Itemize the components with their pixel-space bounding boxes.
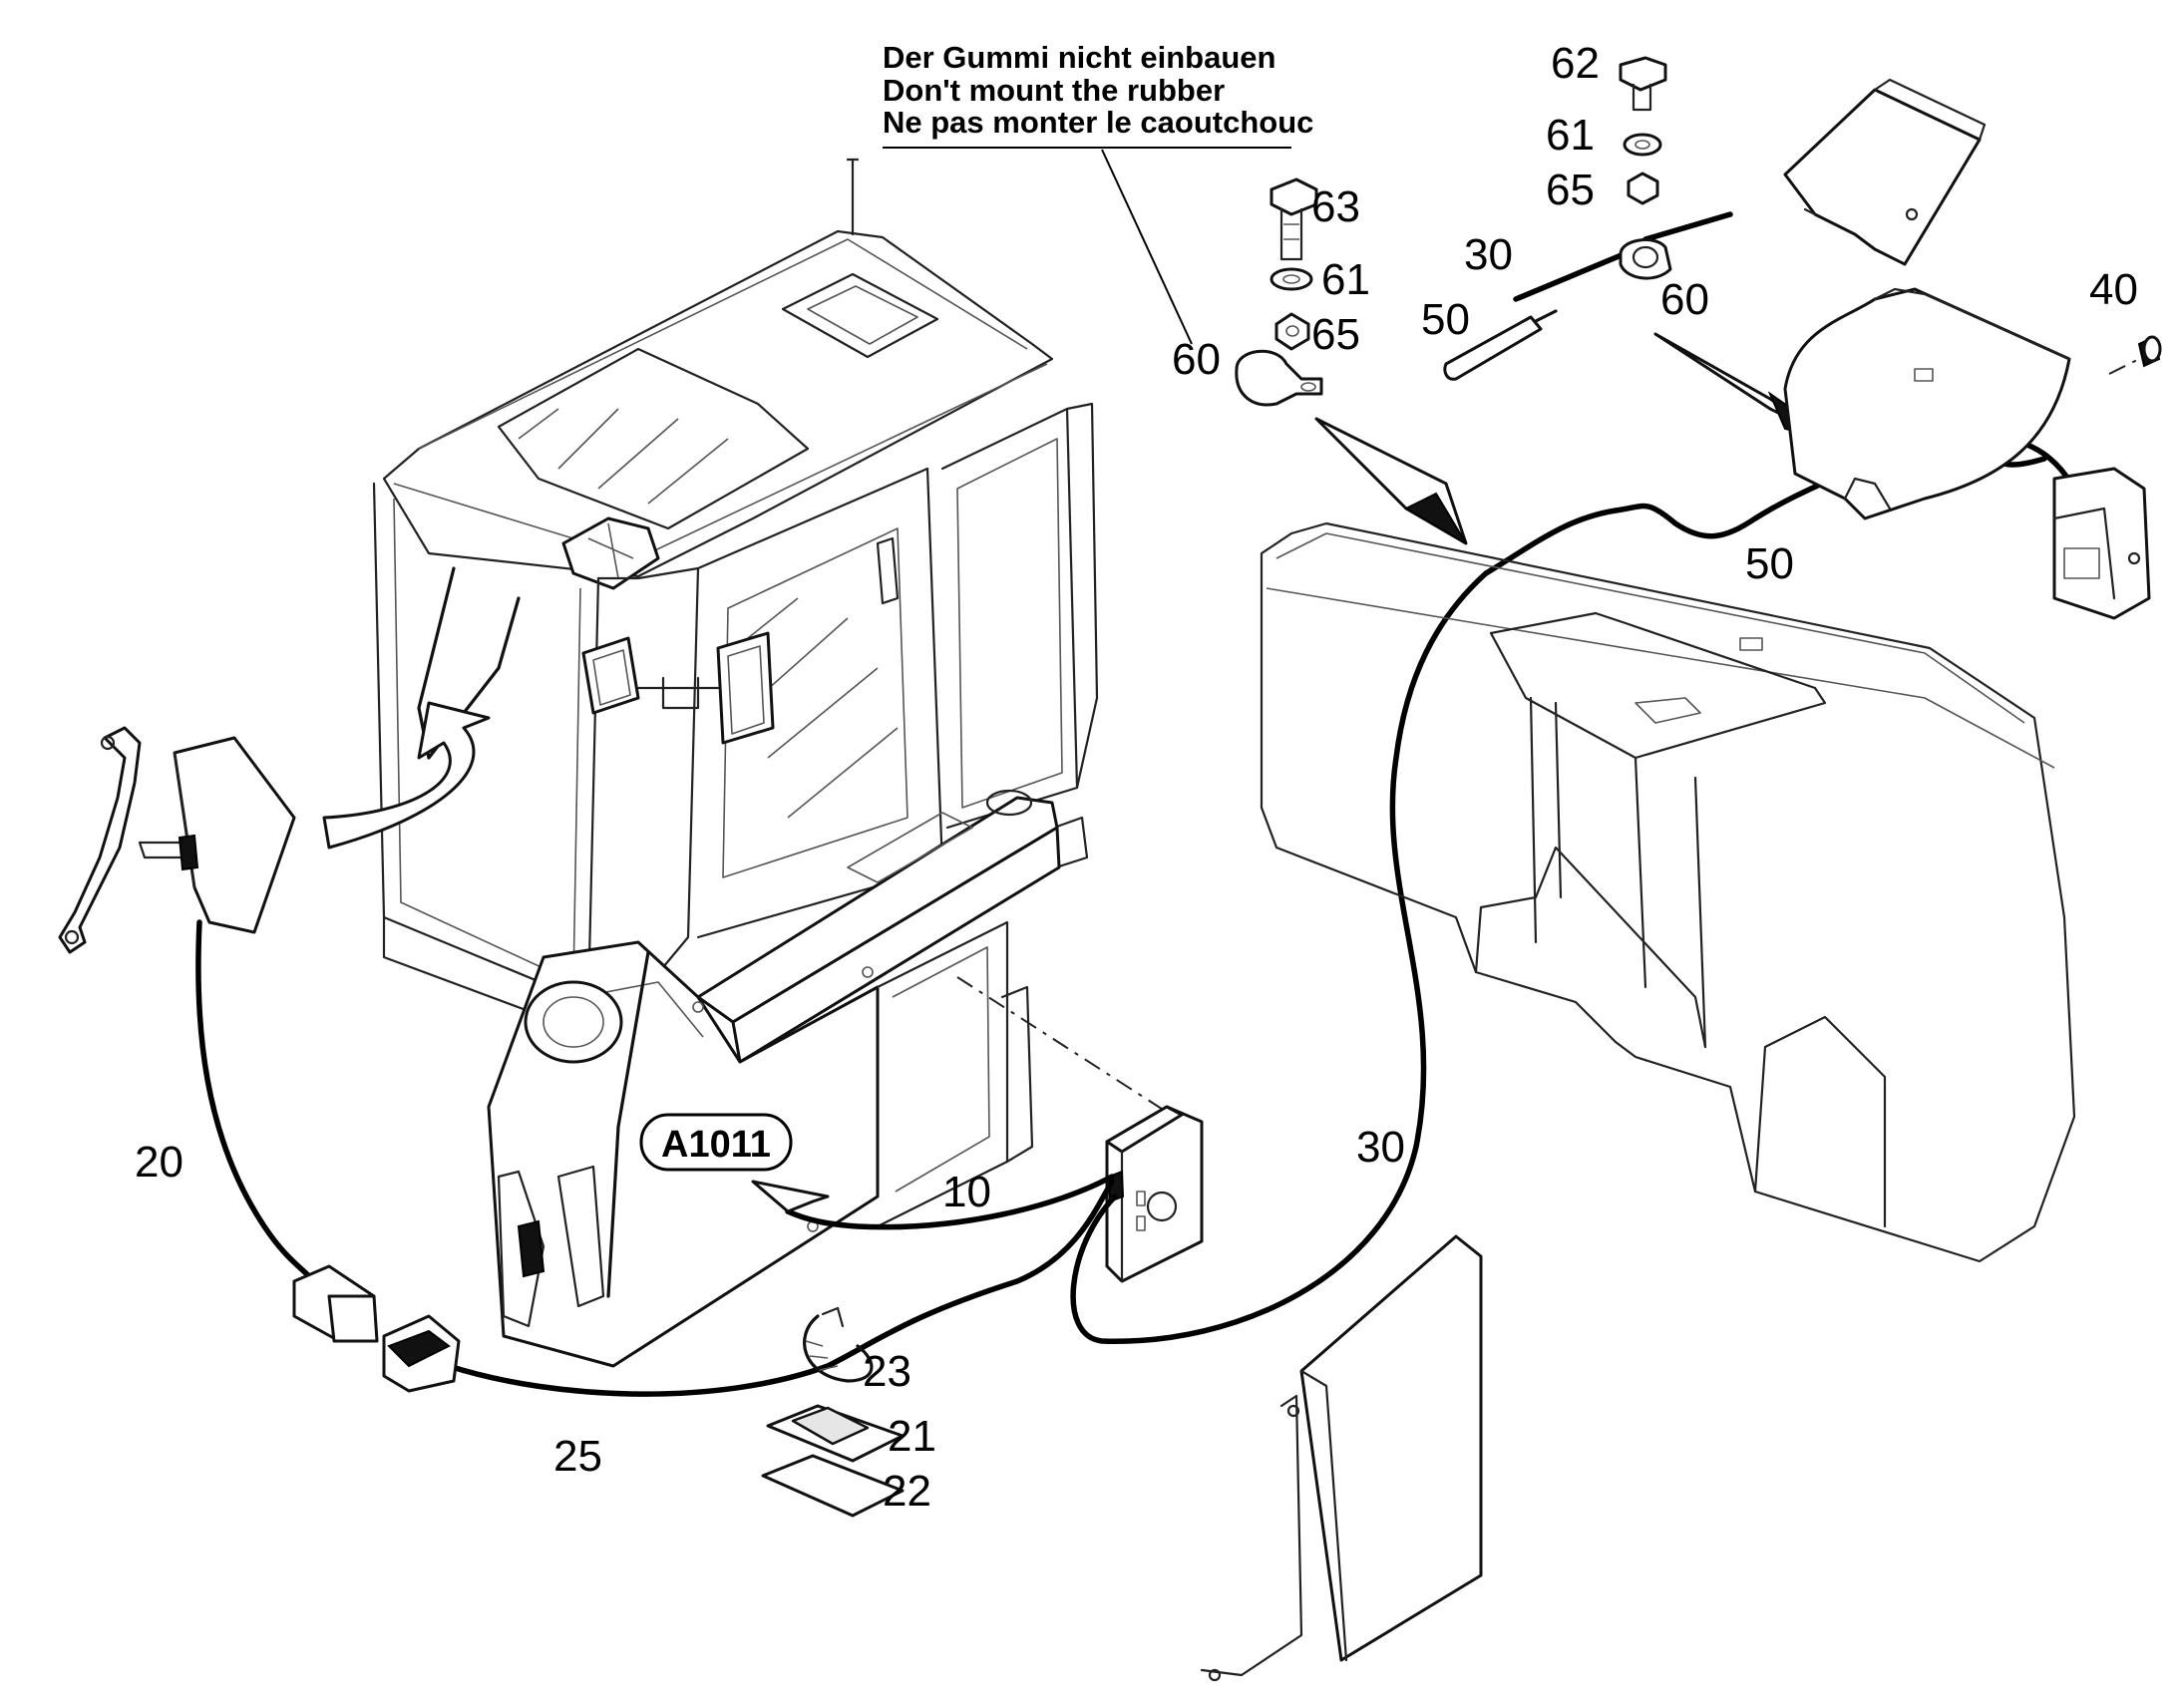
adhesive-pad	[761, 1454, 905, 1518]
arrow-to-console	[751, 1180, 830, 1213]
note-line-de: Der Gummi nicht einbauen	[883, 40, 1275, 75]
switch-box	[2052, 467, 2151, 620]
cable-tie	[803, 1306, 874, 1383]
callout-50-cable: 50	[1745, 539, 1794, 588]
callout-60-grommet: 60	[1660, 275, 1709, 324]
callout-63: 63	[1311, 182, 1360, 231]
control-module	[1105, 1105, 1204, 1283]
mounting-plate	[1200, 1234, 1483, 1682]
mirror-right	[716, 631, 775, 745]
counterweight	[1260, 521, 2076, 1263]
sensor-mount	[1783, 287, 2071, 520]
cable-25	[446, 1179, 1115, 1397]
callout-65-center: 65	[1311, 310, 1360, 359]
cable-20	[195, 919, 312, 1279]
sensor-rod	[1443, 309, 1558, 381]
bolt-set-right	[1619, 56, 1672, 280]
callout-30-top: 30	[1464, 230, 1513, 279]
callout-23: 23	[863, 1347, 911, 1396]
mounting-note: Der Gummi nicht einbauen Don't mount the…	[883, 40, 1313, 345]
assembly-arrow-cab	[322, 701, 491, 850]
callout-61-center: 61	[1321, 255, 1370, 304]
callout-22: 22	[883, 1467, 931, 1516]
callout-10: 10	[942, 1168, 991, 1216]
callout-30-cable: 30	[1356, 1123, 1405, 1172]
cable-30	[1070, 570, 1489, 1344]
callout-60-clamp: 60	[1172, 335, 1221, 384]
callout-65-right: 65	[1546, 166, 1595, 214]
reference-badge: A1011	[639, 1113, 793, 1172]
callout-62: 62	[1551, 39, 1600, 88]
reference-label: A1011	[661, 1124, 771, 1166]
sensor-bracket	[58, 726, 296, 954]
callouts: 10 20 21 22 23 25 30 30 40 50 50 60 60 6…	[135, 39, 2138, 1516]
note-line-fr: Ne pas monter le caoutchouc	[883, 105, 1313, 140]
top-cover	[1783, 78, 1987, 266]
callout-25: 25	[553, 1432, 602, 1481]
cable-30-top	[1513, 211, 1733, 302]
callout-21: 21	[888, 1412, 936, 1461]
bolt-set-center	[1235, 177, 1323, 407]
callout-40: 40	[2089, 265, 2138, 314]
knob	[2108, 335, 2162, 375]
callout-61-right: 61	[1546, 111, 1595, 160]
callout-50-rod: 50	[1421, 295, 1470, 344]
callout-20: 20	[135, 1138, 183, 1187]
plug-connector	[292, 1264, 461, 1393]
cable-holder	[766, 1404, 905, 1463]
note-line-en: Don't mount the rubber	[883, 73, 1225, 108]
cable-10	[785, 1174, 1115, 1230]
mirror-left	[581, 636, 640, 715]
operator-cab	[372, 158, 1099, 1039]
control-console	[487, 789, 1061, 1368]
mounting-line	[956, 976, 1183, 1123]
